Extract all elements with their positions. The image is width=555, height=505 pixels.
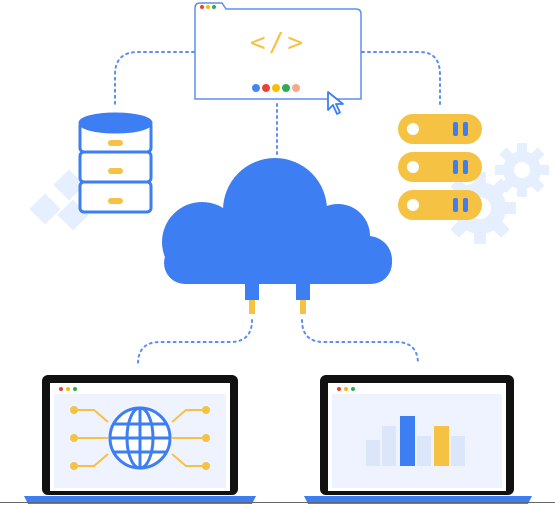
ground-line <box>0 502 555 503</box>
cloud-icon <box>162 158 392 314</box>
bar-3 <box>400 416 415 466</box>
bar-chart-icon <box>366 416 465 466</box>
left-laptop <box>24 372 256 504</box>
server-rack-icon <box>398 114 482 220</box>
code-window: </> <box>194 2 362 115</box>
connector-window-to-database <box>114 51 195 105</box>
connector-cloud-to-left-laptop <box>137 319 253 365</box>
window-maximize-dot <box>212 5 216 9</box>
code-window-frame <box>194 2 362 100</box>
cloud-plugs <box>245 284 310 314</box>
connector-cloud-to-right-laptop <box>301 319 419 365</box>
diamond-shapes-icon <box>29 169 89 231</box>
bar-4 <box>417 436 431 466</box>
window-minimize-dot <box>206 5 210 9</box>
bar-1 <box>366 440 380 466</box>
chart-bars <box>366 416 465 466</box>
connector-window-to-server <box>361 51 441 105</box>
database-icon <box>78 112 153 214</box>
right-laptop <box>304 372 532 504</box>
code-glyph: </> <box>250 28 306 58</box>
code-window-dots <box>252 84 300 92</box>
bar-2 <box>382 426 396 466</box>
mouse-cursor-icon <box>327 91 344 115</box>
window-close-dot <box>200 5 204 9</box>
bar-6 <box>451 436 465 466</box>
globe-network <box>70 406 210 470</box>
globe-icon <box>108 406 172 470</box>
bar-5 <box>434 426 449 466</box>
